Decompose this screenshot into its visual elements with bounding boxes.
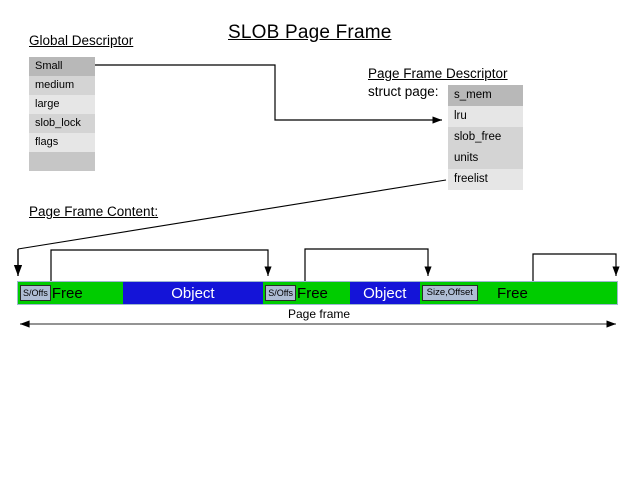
row-label: Small [35,60,63,72]
segment-label: Object [363,284,407,302]
row-label: medium [35,79,75,91]
segment-label: Free [51,284,83,302]
global-descriptor-table: Small medium large slob_lock flags [29,57,95,171]
global-descriptor-heading: Global Descriptor [29,33,134,48]
page-descriptor-row-units[interactable]: units [448,148,523,169]
page-frame-content-heading: Page Frame Content: [29,204,159,219]
row-label: lru [454,109,467,122]
row-label: freelist [454,172,488,185]
segment-free-1[interactable]: S/Offs Free [18,282,123,304]
segment-free-2[interactable]: S/Offs Free [263,282,350,304]
page-descriptor-row-lru[interactable]: lru [448,106,523,127]
global-descriptor-row-medium[interactable]: medium [29,76,95,95]
freelist-link-2 [304,248,432,281]
page-frame-span-label: Page frame [288,307,351,321]
size-offset-header-box: S/Offs [265,285,297,301]
row-label: slob_lock [35,117,81,129]
connector-freelist-to-frame [13,179,447,276]
page-descriptor-row-slob-free[interactable]: slob_free [448,127,523,148]
row-label: flags [35,136,59,148]
row-label: large [35,98,60,110]
global-descriptor-row-empty [29,152,95,171]
row-label: units [454,151,479,164]
row-label: slob_free [454,130,502,143]
segment-label: Free [297,284,328,302]
struct-page-label: struct page: [368,84,439,99]
size-offset-header-box: Size,Offset [421,285,478,301]
freelist-link-1 [50,249,272,281]
page-frame-content-bar: S/Offs Free Object S/Offs Free Object Si… [17,281,618,305]
page-descriptor-row-freelist[interactable]: freelist [448,169,523,190]
segment-label: Object [171,284,215,302]
global-descriptor-row-slob-lock[interactable]: slob_lock [29,114,95,133]
page-title: SLOB Page Frame [228,22,392,43]
segment-object-1[interactable]: Object [122,282,264,304]
freelist-link-3 [532,253,620,281]
size-offset-header-box: S/Offs [20,285,51,301]
global-descriptor-row-large[interactable]: large [29,95,95,114]
page-frame-descriptor-table: s_mem lru slob_free units freelist [448,85,523,190]
segment-object-2[interactable]: Object [349,282,420,304]
segment-label: Free [496,284,528,302]
segment-free-3[interactable]: Size,Offset Free [419,282,617,304]
row-label: s_mem [454,88,492,101]
global-descriptor-row-small[interactable]: Small [29,57,95,76]
page-frame-descriptor-heading: Page Frame Descriptor [368,66,508,81]
global-descriptor-row-flags[interactable]: flags [29,133,95,152]
page-descriptor-row-s-mem[interactable]: s_mem [448,85,523,106]
